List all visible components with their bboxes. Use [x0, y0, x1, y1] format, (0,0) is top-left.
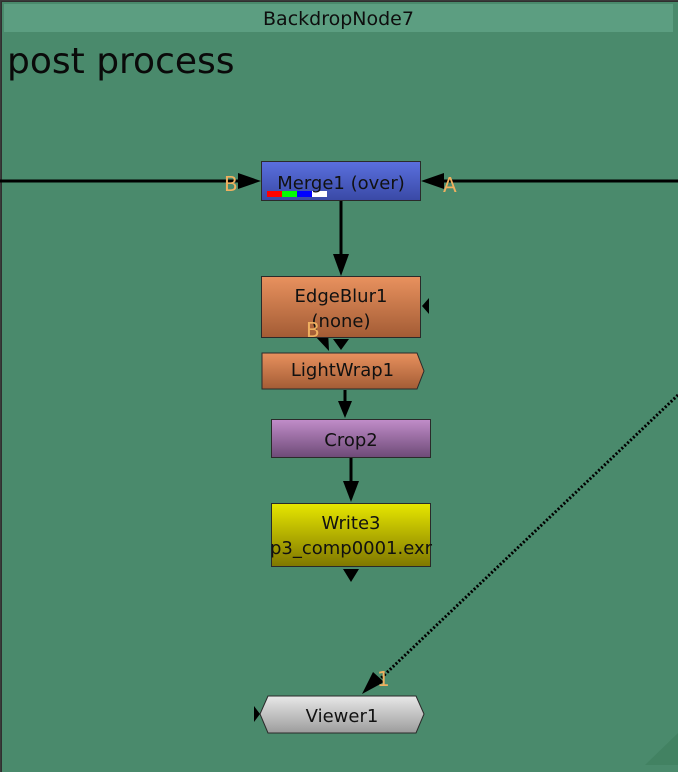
backdrop-resize-handle[interactable]	[645, 733, 678, 765]
write-node[interactable]: Write3 p3_comp0001.exr	[270, 503, 432, 567]
viewer-left-input-arrow	[254, 706, 260, 722]
backdrop-title: BackdropNode7	[263, 8, 414, 30]
viewer-node[interactable]: Viewer1	[258, 695, 426, 735]
viewer-node-label: Viewer1	[305, 706, 379, 727]
edge-viewer-input-1[interactable]	[376, 393, 678, 683]
edgeblur-node-sub: (none)	[311, 311, 371, 332]
edgeblur-mask-input-arrow[interactable]	[422, 298, 429, 314]
merge-node-label: Merge1 (over)	[277, 173, 405, 194]
merge-input-b-label: B	[224, 172, 238, 196]
edgeblur-input-b-label: B	[306, 318, 320, 342]
merge-input-a-label: A	[443, 173, 457, 197]
arrow-lightwrap-to-crop	[338, 401, 352, 418]
green-channel-swatch	[282, 191, 297, 197]
lightwrap-node-shape[interactable]	[261, 352, 425, 390]
write-node-label: Write3	[321, 513, 381, 534]
edgeblur-output-arrow	[333, 339, 349, 350]
arrow-merge-input-b	[238, 173, 261, 189]
crop-node[interactable]: Crop2	[271, 419, 431, 458]
lightwrap-node[interactable]: LightWrap1	[261, 352, 424, 390]
write-output-arrow	[343, 569, 359, 582]
red-channel-swatch	[267, 191, 282, 197]
crop-node-label: Crop2	[324, 430, 378, 451]
viewer-input-1-label: 1	[377, 667, 390, 691]
backdrop-title-bar[interactable]: BackdropNode7	[4, 4, 673, 32]
edgeblur-node-label: EdgeBlur1	[294, 286, 388, 307]
alpha-channel-swatch	[312, 191, 327, 197]
edgeblur-node[interactable]: EdgeBlur1 (none)	[261, 276, 421, 338]
arrow-merge-input-a	[421, 173, 444, 189]
merge-node[interactable]: Merge1 (over)	[261, 161, 421, 201]
arrow-merge-to-edgeblur	[333, 254, 349, 276]
channel-swatches	[267, 191, 327, 197]
lightwrap-node-label: LightWrap1	[290, 360, 395, 381]
arrow-crop-to-write	[343, 481, 359, 502]
blue-channel-swatch	[297, 191, 312, 197]
arrow-viewer-input-1	[362, 672, 384, 694]
write-node-filename: p3_comp0001.exr	[269, 538, 433, 559]
backdrop-label: post process	[7, 41, 235, 82]
